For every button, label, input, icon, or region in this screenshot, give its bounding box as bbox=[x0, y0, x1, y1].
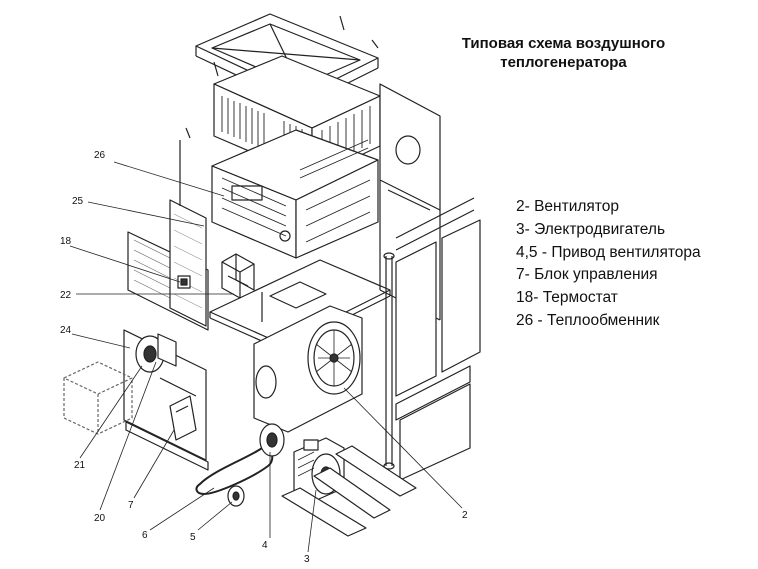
motor-pulley bbox=[227, 485, 245, 507]
leader-6 bbox=[149, 487, 215, 531]
leader-5 bbox=[197, 501, 233, 531]
corner-brackets bbox=[185, 15, 379, 139]
callout-4: 4 bbox=[262, 540, 268, 551]
thermostat bbox=[177, 275, 191, 289]
right-front-panels bbox=[395, 197, 481, 481]
legend-item: 26 - Теплообменник bbox=[516, 311, 660, 329]
leader-20 bbox=[99, 361, 157, 511]
heat-exchanger bbox=[211, 129, 379, 259]
leader-7 bbox=[133, 429, 175, 499]
title-line-1: Типовая схема воздушного bbox=[461, 35, 666, 52]
callout-18: 18 bbox=[60, 236, 72, 247]
diagram-title: Типовая схема воздушного теплогенератора bbox=[436, 34, 691, 72]
gas-valve bbox=[221, 253, 263, 322]
front-door-panel bbox=[169, 199, 207, 327]
callout-25: 25 bbox=[72, 196, 84, 207]
leader-18 bbox=[69, 245, 181, 283]
legend: 2- Вентилятор 3- Электродвигатель 4,5 - … bbox=[516, 196, 701, 333]
callout-24: 24 bbox=[60, 325, 72, 336]
drive-belt bbox=[195, 446, 274, 495]
legend-item: 4,5 - Привод вентилятора bbox=[516, 243, 701, 261]
leader-24 bbox=[71, 333, 131, 349]
fan-pulley bbox=[259, 423, 285, 457]
crate-outline bbox=[63, 361, 133, 435]
blower-fan bbox=[253, 305, 363, 433]
leader-21 bbox=[79, 365, 143, 459]
leader-3 bbox=[307, 489, 317, 553]
callout-20: 20 bbox=[94, 513, 106, 524]
callout-6: 6 bbox=[142, 530, 148, 541]
control-unit bbox=[169, 395, 197, 441]
callout-22: 22 bbox=[60, 290, 72, 301]
legend-item: 7- Блок управления bbox=[516, 266, 658, 284]
title-line-2: теплогенератора bbox=[500, 54, 627, 71]
legend-item: 18- Термостат bbox=[516, 289, 618, 307]
leader-25 bbox=[87, 201, 205, 227]
rear-panel bbox=[379, 83, 441, 321]
panel-mounted-motor bbox=[135, 333, 177, 373]
callout-5: 5 bbox=[190, 532, 196, 543]
legend-item: 2- Вентилятор bbox=[516, 198, 619, 215]
callout-7: 7 bbox=[128, 500, 134, 511]
callout-2: 2 bbox=[462, 510, 468, 521]
bottom-strip bbox=[125, 421, 209, 471]
callout-26: 26 bbox=[94, 150, 106, 161]
leader-26 bbox=[113, 161, 225, 197]
callout-3: 3 bbox=[304, 554, 310, 565]
burner-plate bbox=[209, 259, 391, 351]
legend-item: 3- Электродвигатель bbox=[516, 220, 666, 238]
leader-2 bbox=[343, 387, 463, 509]
motor-rails bbox=[281, 445, 417, 537]
callout-21: 21 bbox=[74, 460, 86, 471]
